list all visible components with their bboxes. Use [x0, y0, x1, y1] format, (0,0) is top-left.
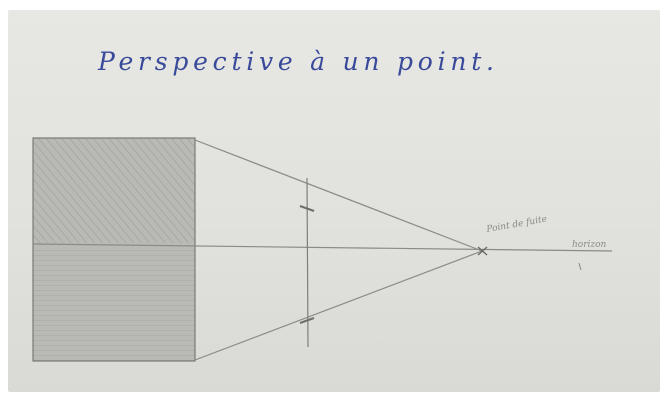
vanishing-line-bottom — [194, 250, 483, 361]
horizon-tick — [578, 262, 582, 271]
horizon-line — [32, 243, 613, 252]
vanishing-line-top — [194, 139, 483, 252]
vanishing-point-label: Point de fuite — [485, 214, 548, 235]
depth-line — [306, 177, 309, 348]
shaded-square — [32, 137, 196, 362]
depth-mark-top — [299, 205, 315, 212]
vanishing-point-cross — [477, 246, 488, 256]
diagram-title: Perspective à un point. — [97, 47, 496, 76]
horizon-label: horizon — [572, 240, 607, 250]
depth-mark-bottom — [299, 317, 315, 324]
